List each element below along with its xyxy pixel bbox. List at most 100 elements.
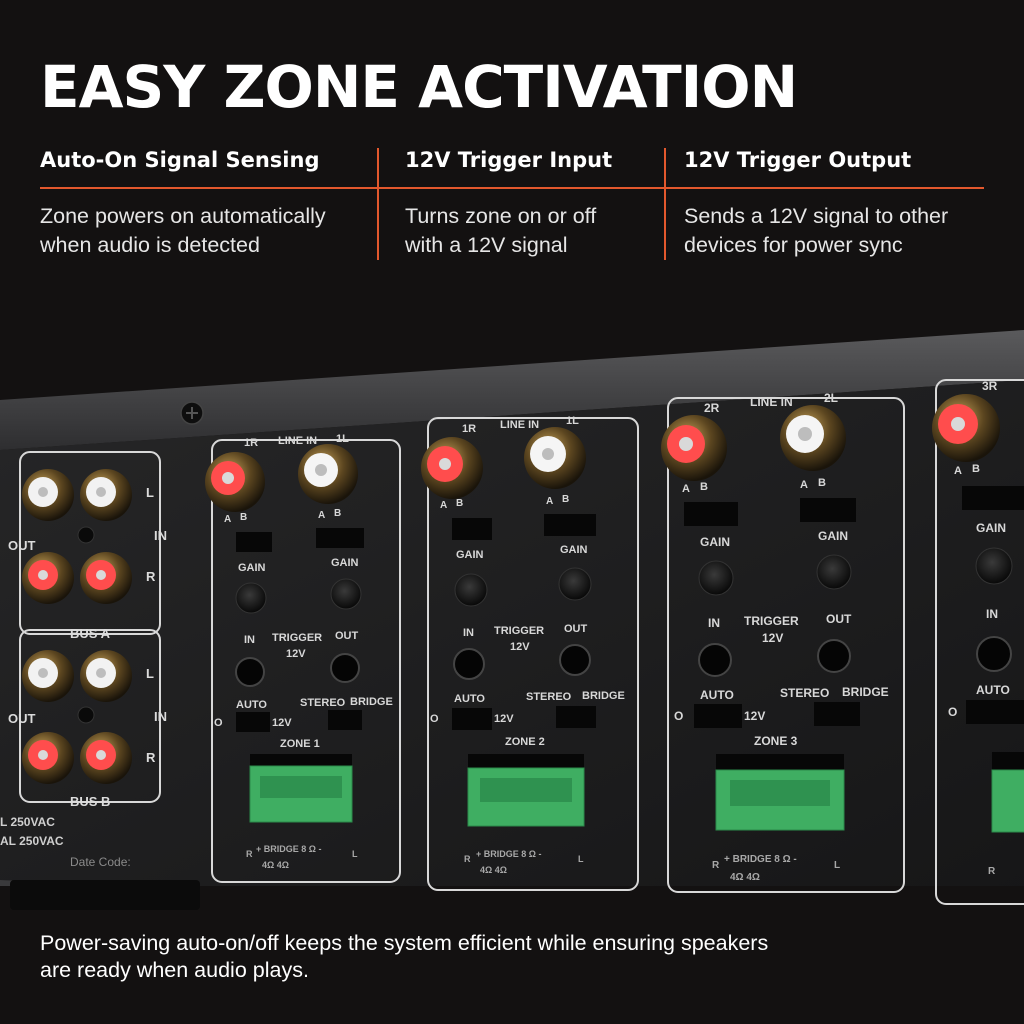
zone-label: ZONE 1 <box>280 738 320 750</box>
trigger-12v-label: 12V <box>510 641 530 653</box>
jack-label: 1L <box>336 433 349 445</box>
trigger-jack <box>976 636 1012 672</box>
jack-label: 1L <box>566 415 579 427</box>
date-code-label: Date Code: <box>70 855 131 869</box>
rca-jack-red <box>205 452 265 512</box>
stereo-label: STEREO <box>780 686 829 700</box>
jack-label: 1R <box>462 423 476 435</box>
r-label: R <box>146 750 156 765</box>
trigger-jack <box>330 653 360 683</box>
trigger-in-label: IN <box>986 607 998 621</box>
trigger-12v-label: 12V <box>286 648 306 660</box>
jack-label: 2L <box>824 391 838 405</box>
a-label: A <box>546 496 553 507</box>
switch <box>962 486 1024 510</box>
out-label: OUT <box>8 538 36 553</box>
rca-jack-red <box>80 552 132 604</box>
off-label: O <box>214 717 223 729</box>
gain-label: GAIN <box>700 535 730 549</box>
gain-label: GAIN <box>238 562 266 574</box>
terminal-l-label: L <box>352 849 358 859</box>
trigger-out-label: OUT <box>826 612 852 626</box>
terminal-bridge-label: + BRIDGE 8 Ω - <box>476 849 541 859</box>
feature-title: Auto-On Signal Sensing <box>40 148 320 172</box>
a-label: A <box>440 500 447 511</box>
b-label: B <box>562 494 569 505</box>
off-label: O <box>674 709 683 723</box>
gain-label: GAIN <box>976 521 1006 535</box>
trigger-12v-label: 12V <box>762 631 783 645</box>
trigger-label: TRIGGER <box>744 614 799 628</box>
feature-description: Zone powers on automatically when audio … <box>40 202 326 260</box>
voltage-label: L 250VAC <box>0 815 55 829</box>
trigger-jack <box>698 643 732 677</box>
zone-2-section: 1R LINE IN 1L A B A B GAIN GAIN IN TRIGG… <box>421 415 639 891</box>
trigger-in-label: IN <box>463 627 474 639</box>
out-label: OUT <box>8 711 36 726</box>
switch <box>556 706 596 728</box>
speaker-terminal-block <box>991 769 1024 833</box>
switch <box>966 700 1024 724</box>
rca-jack-white <box>22 469 74 521</box>
line-in-label: LINE IN <box>278 435 317 447</box>
off-label: O <box>430 713 439 725</box>
terminal-ohm-label: 4Ω 4Ω <box>262 860 289 870</box>
trigger-label: TRIGGER <box>494 625 544 637</box>
trigger-jack <box>235 657 265 687</box>
gain-knob <box>330 578 362 610</box>
description-line: Zone powers on automatically <box>40 204 326 228</box>
a-label: A <box>954 465 962 477</box>
switch <box>800 498 856 522</box>
terminal-ohm-label: 4Ω 4Ω <box>480 865 507 875</box>
line-in-label: LINE IN <box>500 419 539 431</box>
auto-label: AUTO <box>454 693 485 705</box>
auto-label: AUTO <box>976 683 1010 697</box>
switch <box>236 532 272 552</box>
switch <box>684 502 738 526</box>
12v-label: 12V <box>744 709 765 723</box>
rca-jack-white <box>780 405 846 471</box>
trigger-jack <box>453 648 485 680</box>
headline: EASY ZONE ACTIVATION <box>40 53 798 121</box>
gain-knob <box>698 560 734 596</box>
terminal-ohm-label: 4Ω 4Ω <box>730 872 760 883</box>
auto-label: AUTO <box>700 688 734 702</box>
bus-section: OUT OUT IN IN L R L R BUS A BUS B L 250V… <box>0 451 167 869</box>
caption-line: are ready when audio plays. <box>40 958 309 982</box>
stereo-label: STEREO <box>526 691 572 703</box>
trigger-out-label: OUT <box>335 630 359 642</box>
chassis-top-edge <box>0 330 1024 450</box>
jack-label: 1R <box>244 437 258 449</box>
description-line: Turns zone on or off <box>405 204 597 228</box>
zone-4-section-partial: 3R A B GAIN IN AUTO O R <box>932 379 1024 905</box>
switch <box>694 704 742 728</box>
voltage-label: AL 250VAC <box>0 834 64 848</box>
feature-description: Turns zone on or off with a 12V signal <box>405 202 596 260</box>
terminal-r-label: R <box>464 854 471 864</box>
gain-knob <box>558 567 592 601</box>
a-label: A <box>318 510 325 521</box>
rca-jack-red <box>80 732 132 784</box>
terminal-bridge-label: + BRIDGE 8 Ω - <box>256 844 321 854</box>
a-label: A <box>224 514 231 525</box>
terminal-l-label: L <box>834 860 840 871</box>
terminal-l-label: L <box>578 854 584 864</box>
stereo-label: STEREO <box>300 697 346 709</box>
bridge-label: BRIDGE <box>842 685 889 699</box>
trigger-label: TRIGGER <box>272 632 322 644</box>
feature-description: Sends a 12V signal to other devices for … <box>684 202 948 260</box>
chassis-foot <box>10 880 200 910</box>
rca-jack-white <box>298 444 358 504</box>
gain-knob <box>816 554 852 590</box>
orange-divider-horizontal <box>40 187 984 189</box>
switch <box>544 514 596 536</box>
description-line: when audio is detected <box>40 233 260 257</box>
trigger-in-label: IN <box>244 634 255 646</box>
rca-jack-white <box>22 650 74 702</box>
jack-label: 2R <box>704 401 720 415</box>
zone-label: ZONE 3 <box>754 734 798 748</box>
feature-title: 12V Trigger Output <box>684 148 912 172</box>
orange-divider-vertical-1 <box>377 148 379 260</box>
gain-knob <box>235 582 267 614</box>
rca-jack-red <box>421 437 483 499</box>
